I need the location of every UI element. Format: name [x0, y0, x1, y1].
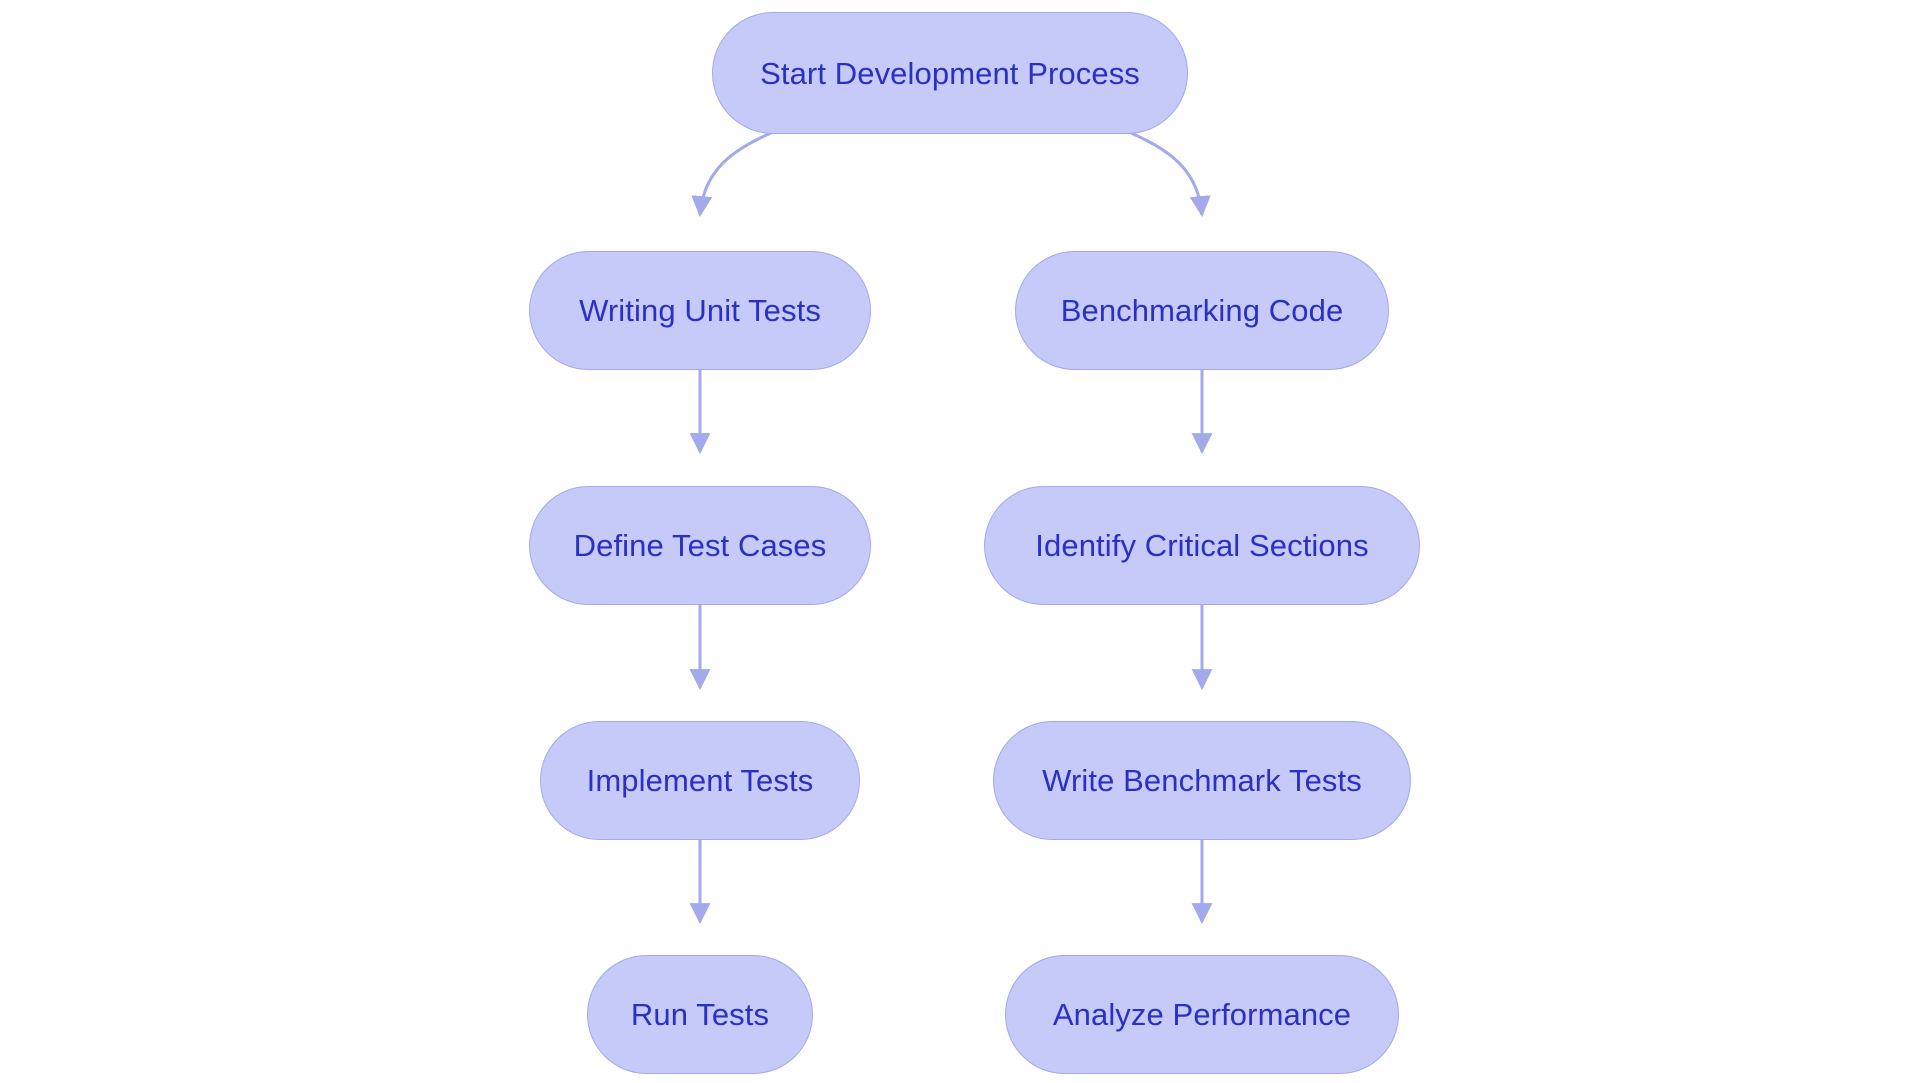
node-write-benchmark-tests[interactable]: Write Benchmark Tests [993, 721, 1411, 840]
node-writing-unit-tests[interactable]: Writing Unit Tests [529, 251, 871, 370]
node-label: Run Tests [630, 997, 770, 1032]
node-label: Start Development Process [760, 55, 1140, 91]
node-implement-tests[interactable]: Implement Tests [540, 721, 860, 840]
node-benchmarking-code[interactable]: Benchmarking Code [1015, 251, 1389, 370]
node-label: Write Benchmark Tests [1042, 763, 1362, 798]
node-label: Implement Tests [586, 763, 814, 798]
node-run-tests[interactable]: Run Tests [587, 955, 813, 1074]
node-label: Define Test Cases [573, 528, 827, 563]
node-identify-critical-sections[interactable]: Identify Critical Sections [984, 486, 1420, 605]
node-label: Benchmarking Code [1060, 293, 1344, 328]
node-label: Writing Unit Tests [579, 293, 821, 328]
node-label: Identify Critical Sections [1035, 528, 1369, 563]
node-analyze-performance[interactable]: Analyze Performance [1005, 955, 1399, 1074]
node-label: Analyze Performance [1052, 997, 1352, 1032]
node-define-test-cases[interactable]: Define Test Cases [529, 486, 871, 605]
node-start-development-process[interactable]: Start Development Process [712, 12, 1188, 134]
